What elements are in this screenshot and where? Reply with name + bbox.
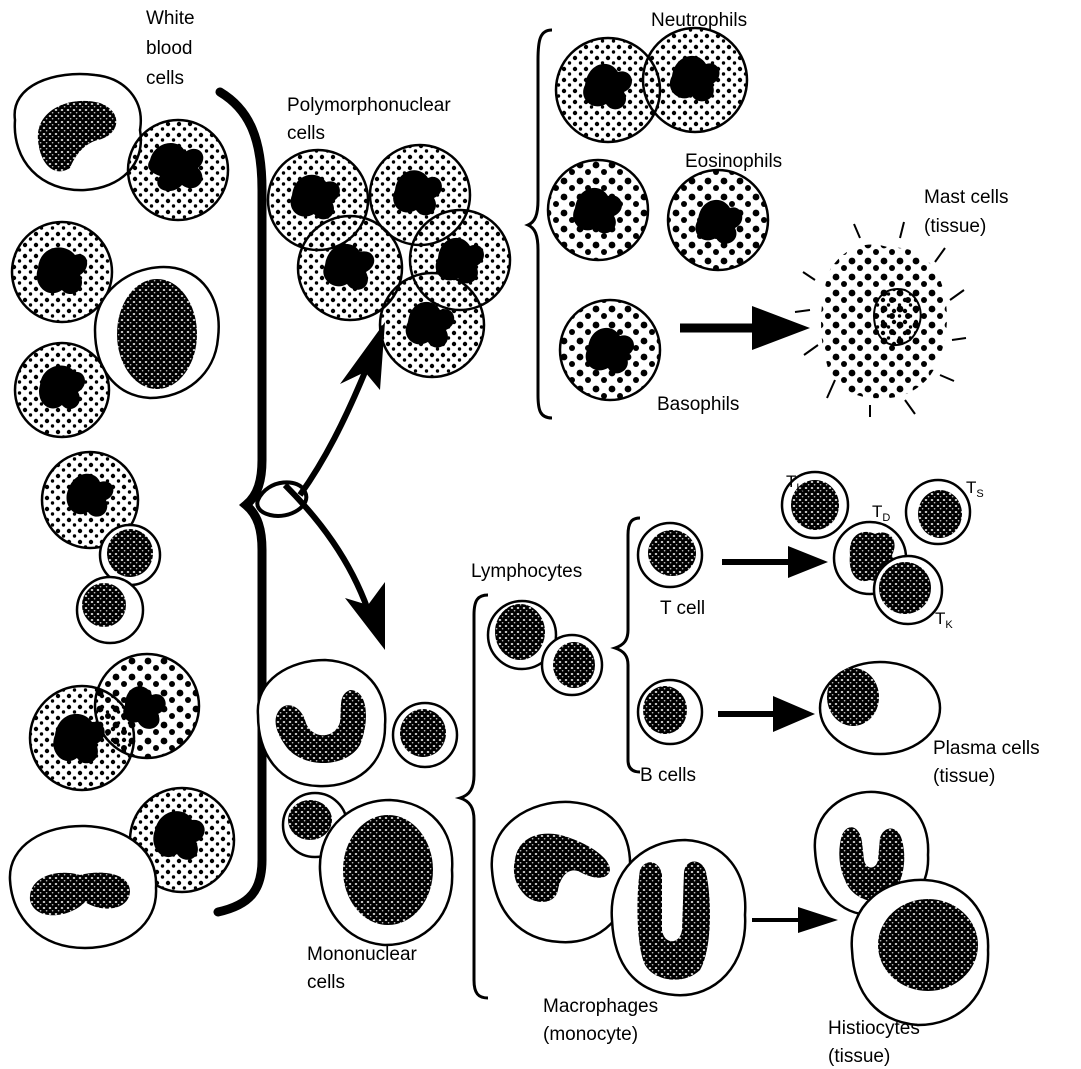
- lymphocytes-pair: [488, 601, 602, 695]
- cell-eosinophil: [95, 654, 199, 758]
- cell-monocyte: [15, 74, 141, 190]
- neutrophils-pair: [556, 28, 747, 142]
- basophil-cell: [560, 300, 660, 400]
- arrow-to-polymorphonuclear: [300, 372, 365, 495]
- lymphocyte-bracket: [460, 595, 488, 998]
- label-mast-cells: Mast cells (tissue): [924, 187, 1014, 237]
- label-basophils: Basophils: [657, 394, 739, 415]
- cell-lymphocyte: [77, 577, 143, 643]
- label-t-cell: T cell: [660, 598, 705, 619]
- granulocyte-bracket: [528, 30, 552, 418]
- eosinophils-pair: [548, 160, 768, 270]
- arrowhead-b-cell: [773, 696, 815, 732]
- label-td: TD: [872, 502, 890, 524]
- histiocytes: [815, 792, 988, 1025]
- arrowhead-t-cell: [788, 546, 828, 578]
- arrowhead-basophil-to-mast: [752, 306, 810, 350]
- label-lymphocytes: Lymphocytes: [471, 561, 582, 582]
- label-white-blood-cells: White blood cells: [146, 8, 200, 89]
- mast-cell: [795, 222, 966, 417]
- tb-bracket: [615, 518, 640, 772]
- arrowhead-mononuclear: [345, 582, 385, 650]
- mononuclear-cluster: [258, 660, 457, 945]
- label-macrophages: Macrophages (monocyte): [543, 996, 663, 1045]
- arrow-to-mononuclear: [285, 485, 368, 610]
- macrophages: [492, 802, 746, 995]
- label-ts: TS: [966, 478, 984, 500]
- t-cell: [638, 523, 702, 587]
- cell-neutrophil: [128, 120, 228, 220]
- wbc-column: [10, 74, 234, 948]
- plasma-cell: [820, 662, 940, 754]
- cell-neutrophil: [15, 343, 109, 437]
- label-histiocytes: Histiocytes (tissue): [828, 1018, 925, 1067]
- label-polymorphonuclear-cells: Polymorphonuclear cells: [287, 95, 456, 144]
- label-mononuclear-cells: Mononuclear cells: [307, 944, 422, 993]
- cell-monocyte: [10, 826, 156, 948]
- label-eosinophils: Eosinophils: [685, 151, 782, 172]
- cell-lymphocyte: [95, 267, 219, 398]
- label-plasma-cells: Plasma cells (tissue): [933, 738, 1045, 787]
- label-tk: TK: [935, 609, 953, 631]
- t-subsets: [782, 472, 970, 624]
- label-neutrophils: Neutrophils: [651, 10, 747, 31]
- cell-neutrophil: [12, 222, 112, 322]
- polymorphonuclear-cluster: [268, 145, 510, 377]
- label-b-cells: B cells: [640, 765, 696, 786]
- arrowhead-macrophage: [798, 907, 838, 933]
- b-cell: [638, 680, 702, 744]
